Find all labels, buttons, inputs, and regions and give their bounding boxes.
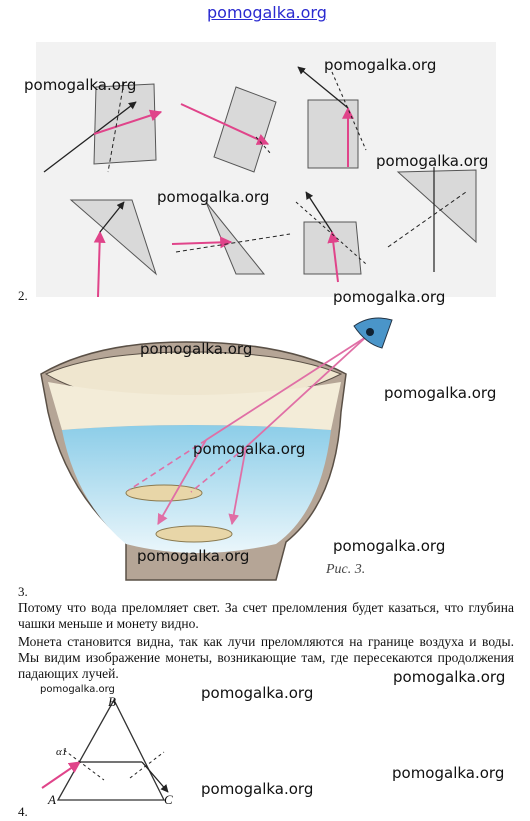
watermark-top[interactable]: pomogalka.org — [207, 3, 327, 22]
refraction-diagrams — [36, 42, 496, 297]
watermark-s3-d[interactable]: pomogalka.org — [333, 537, 446, 555]
prism-figure — [41, 698, 169, 801]
prism-label-apex: B — [108, 694, 116, 709]
prism-3 — [303, 221, 362, 275]
prism-label-right: C — [164, 792, 173, 807]
watermark-s4-b[interactable]: pomogalka.org — [392, 764, 505, 782]
prism-label-left: A — [48, 792, 56, 807]
watermark-s2-b[interactable]: pomogalka.org — [324, 56, 437, 74]
watermark-s4-c[interactable]: pomogalka.org — [201, 780, 314, 798]
watermark-s3-f[interactable]: pomogalka.org — [393, 668, 506, 686]
prism-label-angle: α1 — [56, 746, 68, 758]
watermark-s3-e[interactable]: pomogalka.org — [137, 547, 250, 565]
watermark-s2-c[interactable]: pomogalka.org — [376, 152, 489, 170]
prism-triangle — [56, 698, 166, 801]
section-number-3: 3. — [18, 584, 28, 599]
watermark-s4-a[interactable]: pomogalka.org — [201, 684, 314, 702]
prism-1 — [69, 199, 158, 276]
watermark-s2-d[interactable]: pomogalka.org — [157, 188, 270, 206]
prism-4 — [396, 169, 477, 244]
section-number-4: 4. — [18, 804, 28, 819]
section-number-2: 2. — [18, 288, 28, 303]
watermark-s3-b[interactable]: pomogalka.org — [384, 384, 497, 402]
watermark-s2-e[interactable]: pomogalka.org — [333, 288, 446, 306]
answer-3-paragraph-1: Потому что вода преломляет свет. За счет… — [18, 600, 514, 631]
watermark-s4-small[interactable]: pomogalka.org — [40, 684, 115, 695]
glass-block-3 — [307, 99, 359, 169]
watermark-s2-a[interactable]: pomogalka.org — [24, 76, 137, 94]
figure-caption: Рис. 3. — [326, 562, 366, 577]
coin-image — [125, 484, 203, 502]
watermark-s3-a[interactable]: pomogalka.org — [140, 340, 253, 358]
watermark-s3-c[interactable]: pomogalka.org — [193, 440, 306, 458]
bowl-figure — [40, 317, 393, 581]
answer-3-paragraph-2: Монета становится видна, так как лучи пр… — [18, 634, 514, 681]
glass-block-2 — [213, 86, 277, 173]
coin-real — [155, 525, 233, 543]
